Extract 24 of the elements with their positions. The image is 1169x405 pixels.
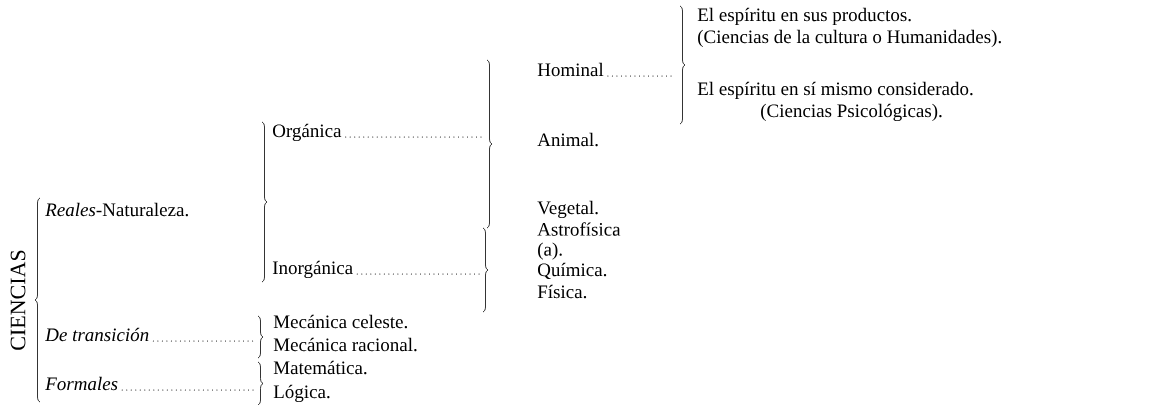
term-text: El espíritu en sus productos. — [697, 7, 911, 26]
term-text: Matemática. — [273, 360, 367, 375]
term-text: Formales — [45, 376, 118, 391]
term-text: Orgánica — [273, 123, 342, 142]
dot-leader — [345, 136, 484, 138]
term-text: Física. — [537, 284, 587, 299]
term-text: (Ciencias de la cultura o Humanidades). — [698, 29, 1001, 48]
term-text: Hominal — [537, 62, 604, 77]
term-text: Reales-Naturaleza. — [45, 202, 188, 217]
term-text: Mecánica racional. — [273, 337, 417, 352]
term-text: Vegetal. — [537, 200, 598, 219]
term-text: Astrofísica (a). — [537, 222, 621, 260]
term-text: Animal. — [537, 132, 598, 147]
term-text: El espíritu en sí mismo considerado. — [697, 81, 973, 100]
term-text: Mecánica celeste. — [273, 314, 407, 329]
term-text: Química. — [538, 262, 607, 280]
dot-leader — [121, 389, 256, 391]
heading-text: CIENCIAS — [10, 250, 26, 350]
term-text: Inorgánica — [272, 260, 353, 279]
term-text: Lógica. — [273, 384, 330, 403]
dot-leader — [152, 340, 256, 342]
term-text: (Ciencias Psicológicas). — [761, 103, 942, 122]
dot-leader — [356, 273, 481, 275]
term-text: De transición — [45, 327, 149, 342]
